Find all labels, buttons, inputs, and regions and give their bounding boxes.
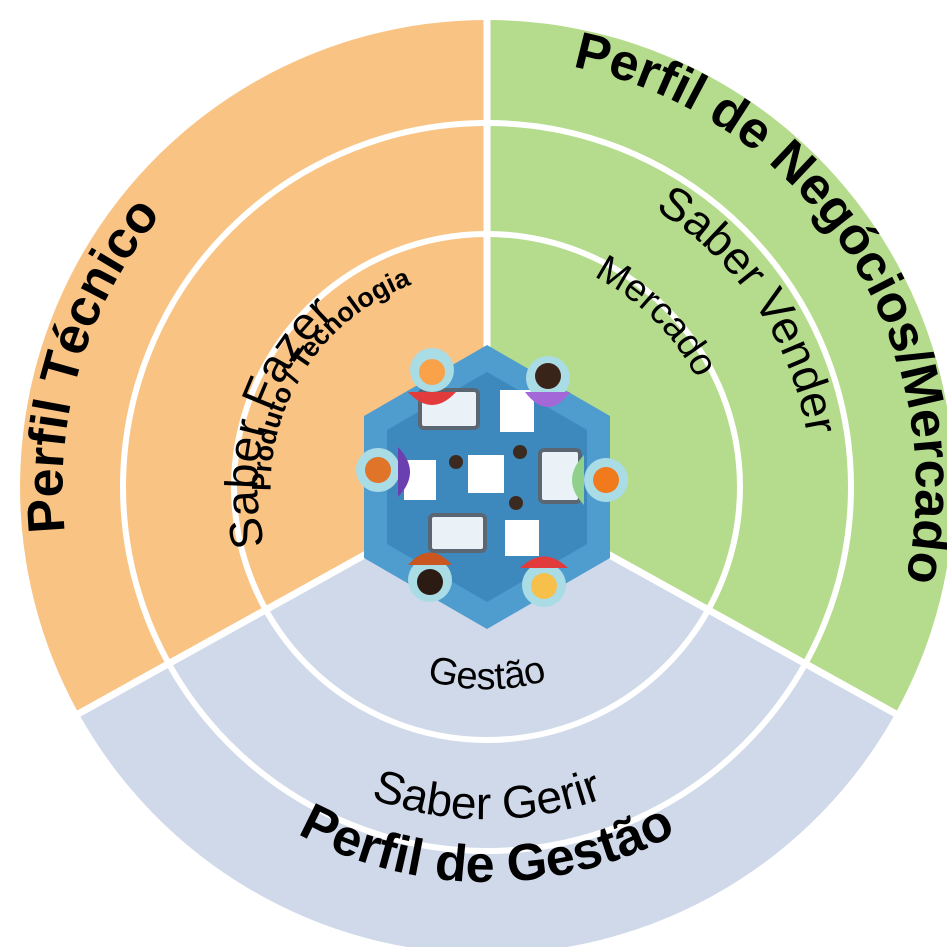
document-icon [505,520,539,556]
person-icon [572,455,628,505]
person-icon [356,447,410,497]
team-meeting-illustration [356,345,628,629]
person-icon [408,552,452,602]
label-gestao: Gestão [424,648,549,698]
document-icon [468,455,504,493]
coffee-cup-icon [509,496,523,510]
laptop-icon [428,513,487,553]
document-icon [500,390,534,432]
person-icon [520,556,568,607]
coffee-cup-icon [513,445,527,459]
person-icon [408,348,456,405]
coffee-cup-icon [449,455,463,469]
person-icon [525,356,570,407]
